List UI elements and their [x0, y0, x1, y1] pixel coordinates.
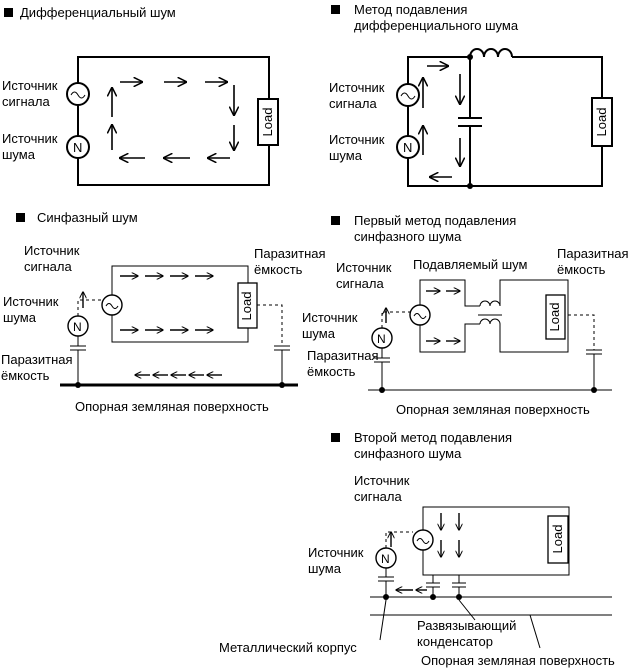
- parasitic-right-label-2: ёмкость: [557, 262, 606, 277]
- signal-source-icon: [412, 529, 434, 551]
- noise-source-label-1: Источник: [308, 545, 364, 560]
- circuit-loop: [422, 506, 570, 576]
- section-title-1: Второй метод подавления: [354, 430, 512, 445]
- load-label: Load: [594, 108, 609, 137]
- section-title-2: дифференциального шума: [354, 18, 519, 33]
- noise-source-label-1: Источник: [302, 310, 358, 325]
- section-differential-suppression: Метод подавления дифференциального шума …: [329, 2, 613, 189]
- current-flow-arrows: [386, 291, 460, 341]
- noise-source-label-2: шума: [308, 561, 342, 576]
- noise-source-label-2: шума: [302, 326, 336, 341]
- section-title-2: синфазного шума: [354, 229, 462, 244]
- signal-source-label-1: Источник: [24, 243, 80, 258]
- signal-source-icon: [396, 83, 420, 107]
- ground-label: Опорная земляная поверхность: [421, 653, 615, 668]
- bullet-icon: [16, 213, 25, 222]
- bullet-icon: [331, 5, 340, 14]
- load-box: [257, 98, 279, 146]
- circuit-loop: [77, 56, 270, 186]
- bullet-icon: [331, 433, 340, 442]
- bullet-icon: [331, 216, 340, 225]
- noise-source-label-2: шума: [3, 310, 37, 325]
- section-common-mode-suppression-1: Первый метод подавления синфазного шума …: [302, 213, 629, 417]
- signal-source-icon: [66, 82, 90, 106]
- noise-source-glyph: N: [73, 320, 82, 334]
- noise-source-glyph: N: [381, 552, 390, 566]
- signal-source-label-2: сигнала: [24, 259, 72, 274]
- parasitic-right-label-2: ёмкость: [254, 262, 303, 277]
- load-box: [547, 515, 569, 564]
- signal-source-label-2: сигнала: [354, 489, 402, 504]
- decoupling-label-2: конденсатор: [417, 634, 493, 649]
- parasitic-left-label-2: ёмкость: [1, 368, 50, 383]
- current-flow-arrows: [83, 276, 222, 375]
- noise-source-glyph: N: [73, 140, 82, 155]
- parasitic-left-label-2: ёмкость: [307, 364, 356, 379]
- signal-source-label-2: сигнала: [336, 276, 384, 291]
- noise-source-label-2: шума: [329, 148, 363, 163]
- noise-source-icon: [66, 135, 90, 159]
- noise-source-glyph: N: [403, 140, 412, 155]
- choke-icon: [479, 300, 501, 307]
- load-box: [591, 97, 613, 147]
- chassis-label: Металлический корпус: [219, 640, 357, 655]
- section-common-mode-suppression-2: Второй метод подавления синфазного шума …: [219, 430, 615, 668]
- noise-source-label-1: Источник: [329, 132, 385, 147]
- signal-source-icon: [409, 304, 431, 326]
- parasitic-right-label-1: Паразитная: [254, 246, 326, 261]
- current-flow-arrows: [391, 513, 459, 590]
- load-label: Load: [260, 108, 275, 137]
- noise-source-label-2: шума: [2, 147, 36, 162]
- signal-source-label-1: Источник: [354, 473, 410, 488]
- bullet-icon: [4, 8, 13, 17]
- current-flow-arrows: [112, 82, 234, 158]
- section-common-mode-noise: Синфазный шум Load N Источник сигнала Ис…: [1, 210, 326, 414]
- section-title: Дифференциальный шум: [20, 5, 176, 20]
- ground-label: Опорная земляная поверхность: [396, 402, 590, 417]
- suppressed-noise-label: Подавляемый шум: [413, 257, 528, 272]
- load-box: [545, 294, 566, 340]
- noise-source-label-1: Источник: [2, 131, 58, 146]
- noise-source-icon: [396, 135, 420, 159]
- signal-source-icon: [101, 294, 123, 316]
- signal-source-label-1: Источник: [2, 78, 58, 93]
- current-flow-arrows: [423, 66, 460, 177]
- inductor-icon: [469, 48, 513, 58]
- decoupling-label-1: Развязывающий: [417, 618, 516, 633]
- section-title-2: синфазного шума: [354, 446, 462, 461]
- circuit-loop: [407, 56, 603, 187]
- signal-source-label-1: Источник: [329, 80, 385, 95]
- noise-source-glyph: N: [377, 332, 386, 346]
- section-title-1: Метод подавления: [354, 2, 467, 17]
- parasitic-right-label-1: Паразитная: [557, 246, 629, 261]
- section-title-1: Первый метод подавления: [354, 213, 516, 228]
- parasitic-left-label-1: Паразитная: [307, 348, 379, 363]
- circuit-right: [499, 279, 569, 353]
- signal-source-label-2: сигнала: [329, 96, 377, 111]
- section-title: Синфазный шум: [37, 210, 138, 225]
- signal-source-label-1: Источник: [336, 260, 392, 275]
- load-label: Load: [550, 525, 565, 554]
- noise-source-label-1: Источник: [3, 294, 59, 309]
- load-label: Load: [239, 292, 254, 321]
- ground-label: Опорная земляная поверхность: [75, 399, 269, 414]
- signal-source-label-2: сигнала: [2, 94, 50, 109]
- load-label: Load: [547, 303, 562, 332]
- section-differential-noise: Дифференциальный шум N Load Источник сиг…: [2, 5, 279, 186]
- parasitic-left-label-1: Паразитная: [1, 352, 73, 367]
